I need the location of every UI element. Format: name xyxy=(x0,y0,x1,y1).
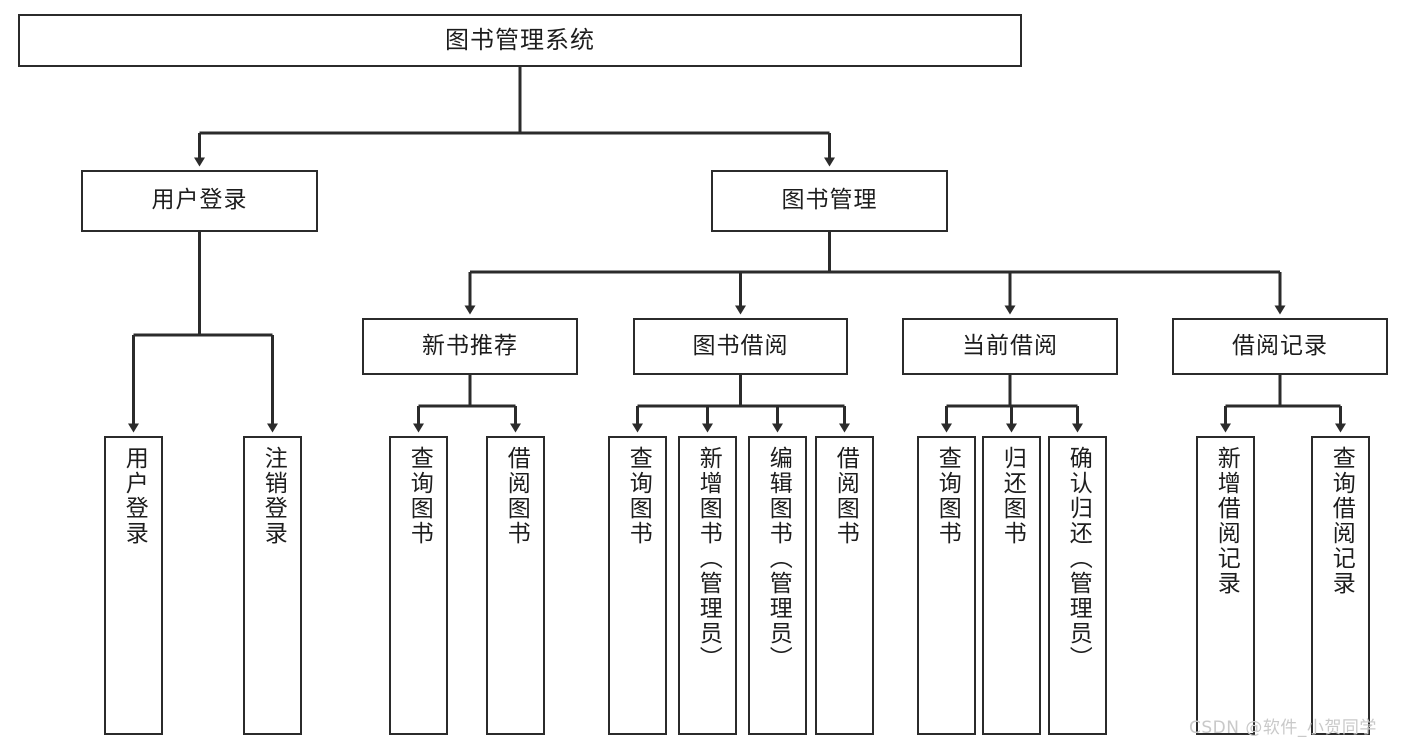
node-leaf-rec-query[interactable]: 查询图书 xyxy=(389,436,448,735)
node-label: 查询借阅记录 xyxy=(1328,446,1355,596)
node-label: 图书借阅 xyxy=(692,332,789,359)
node-label: 归还图书 xyxy=(999,446,1026,546)
node-label: 图书管理 xyxy=(781,187,878,214)
node-book-manage[interactable]: 图书管理 xyxy=(711,170,948,232)
node-label: 查询图书 xyxy=(625,446,652,546)
node-leaf-borrow-query[interactable]: 查询图书 xyxy=(608,436,667,735)
node-label: 用户登录 xyxy=(121,446,148,546)
node-root[interactable]: 图书管理系统 xyxy=(18,14,1022,67)
node-book-borrow[interactable]: 图书借阅 xyxy=(633,318,848,375)
node-label: 查询图书 xyxy=(934,446,961,546)
node-leaf-rec-borrow[interactable]: 借阅图书 xyxy=(486,436,545,735)
node-leaf-user-login[interactable]: 用户登录 xyxy=(104,436,163,735)
node-label: 查询图书 xyxy=(406,446,433,546)
node-label: 借阅图书 xyxy=(832,446,859,546)
node-leaf-cur-query[interactable]: 查询图书 xyxy=(917,436,976,735)
node-label: 编辑图书（管理员） xyxy=(765,446,792,671)
node-label: 新书推荐 xyxy=(422,332,518,359)
node-leaf-rec-add[interactable]: 新增借阅记录 xyxy=(1196,436,1255,735)
node-leaf-book-edit[interactable]: 编辑图书（管理员） xyxy=(748,436,807,735)
node-label: 借阅记录 xyxy=(1232,332,1328,359)
node-leaf-cur-return[interactable]: 归还图书 xyxy=(982,436,1041,735)
node-label: 当前借阅 xyxy=(962,332,1058,359)
node-current-borrow[interactable]: 当前借阅 xyxy=(902,318,1118,375)
node-borrow-record[interactable]: 借阅记录 xyxy=(1172,318,1388,375)
node-label: 新增图书（管理员） xyxy=(695,446,722,671)
node-label: 新增借阅记录 xyxy=(1213,446,1240,596)
node-leaf-book-borrow[interactable]: 借阅图书 xyxy=(815,436,874,735)
node-label: 借阅图书 xyxy=(503,446,530,546)
node-leaf-user-logout[interactable]: 注销登录 xyxy=(243,436,302,735)
node-label: 图书管理系统 xyxy=(445,26,595,55)
node-new-book-rec[interactable]: 新书推荐 xyxy=(362,318,578,375)
node-user-login[interactable]: 用户登录 xyxy=(81,170,318,232)
watermark-text: CSDN @软件_小贺同学 xyxy=(1189,718,1377,738)
node-label: 用户登录 xyxy=(151,187,248,214)
node-leaf-rec-query2[interactable]: 查询借阅记录 xyxy=(1311,436,1370,735)
node-label: 确认归还（管理员） xyxy=(1065,446,1092,671)
node-label: 注销登录 xyxy=(260,446,287,546)
node-leaf-book-add[interactable]: 新增图书（管理员） xyxy=(678,436,737,735)
node-leaf-cur-confirm[interactable]: 确认归还（管理员） xyxy=(1048,436,1107,735)
